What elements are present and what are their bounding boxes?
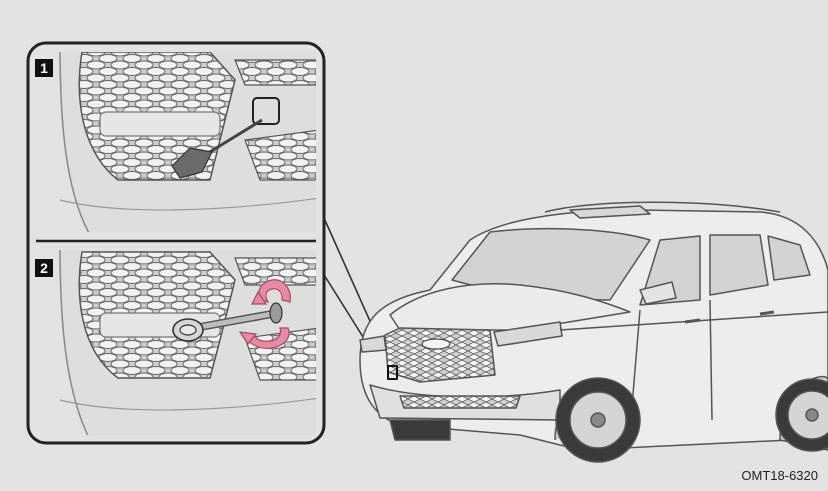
- figure-code: OMT18-6320: [741, 468, 818, 483]
- suv-illustration: [360, 202, 828, 462]
- step-2-badge: 2: [35, 259, 53, 277]
- panel-step-1-art: [60, 45, 330, 235]
- step-1-badge: 1: [35, 59, 53, 77]
- panel-step-2-art: [60, 245, 330, 440]
